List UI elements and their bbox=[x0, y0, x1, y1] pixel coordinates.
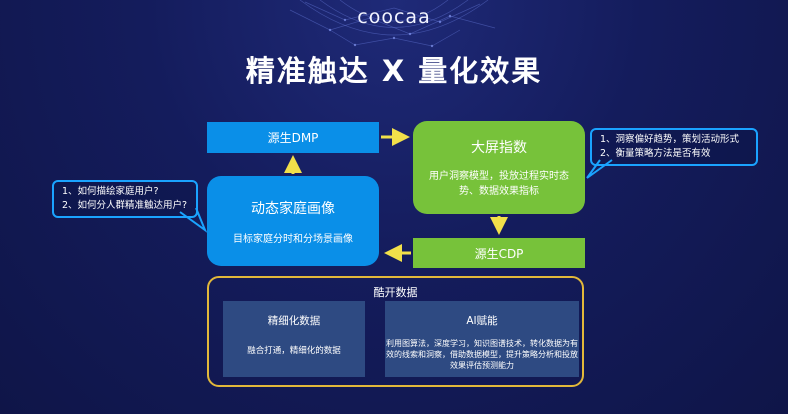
source-cdp-node: 源生CDP bbox=[413, 238, 585, 268]
big-screen-index-subtitle: 用户洞察模型，投放过程实时态势、数据效果指标 bbox=[429, 170, 569, 197]
profile-question-callout: 1、如何描绘家庭用户? 2、如何分人群精准触达用户? bbox=[52, 180, 198, 218]
callout-line: 2、如何分人群精准触达用户? bbox=[62, 200, 188, 211]
index-question-callout: 1、洞察偏好趋势，策划活动形式 2、衡量策略方法是否有效 bbox=[590, 128, 758, 166]
dynamic-profile-title: 动态家庭画像 bbox=[251, 200, 335, 217]
big-screen-index-node: 大屏指数 用户洞察模型，投放过程实时态势、数据效果指标 bbox=[413, 121, 585, 214]
fine-data-text: 融合打通，精细化的数据 bbox=[247, 346, 341, 356]
ai-empower-title: AI赋能 bbox=[466, 315, 498, 327]
brand-logo: coocaa bbox=[357, 6, 431, 28]
dynamic-profile-subtitle: 目标家庭分时和分场景画像 bbox=[233, 233, 353, 245]
ai-empower-text: 利用图算法，深度学习，知识图谱技术，转化数据为有效的线索和洞察，借助数据模型，提… bbox=[386, 339, 578, 370]
dynamic-profile-node: 动态家庭画像 目标家庭分时和分场景画像 bbox=[207, 176, 379, 266]
data-panel-title: 酷开数据 bbox=[373, 286, 418, 299]
page-title: 精准触达 X 量化效果 bbox=[245, 54, 543, 88]
callout-line: 2、衡量策略方法是否有效 bbox=[600, 148, 711, 159]
callout-line: 1、如何描绘家庭用户? bbox=[62, 186, 159, 197]
callout-line: 1、洞察偏好趋势，策划活动形式 bbox=[600, 134, 740, 145]
fine-data-title: 精细化数据 bbox=[267, 315, 321, 327]
big-screen-index-title: 大屏指数 bbox=[471, 139, 527, 156]
source-dmp-node: 源生DMP bbox=[207, 122, 379, 153]
coocaa-data-panel: 酷开数据 精细化数据 融合打通，精细化的数据 AI赋能 利用图算法，深度学习，知… bbox=[207, 276, 584, 387]
ai-empower-card: AI赋能 利用图算法，深度学习，知识图谱技术，转化数据为有效的线索和洞察，借助数… bbox=[385, 301, 579, 377]
fine-data-card: 精细化数据 融合打通，精细化的数据 bbox=[223, 301, 365, 377]
